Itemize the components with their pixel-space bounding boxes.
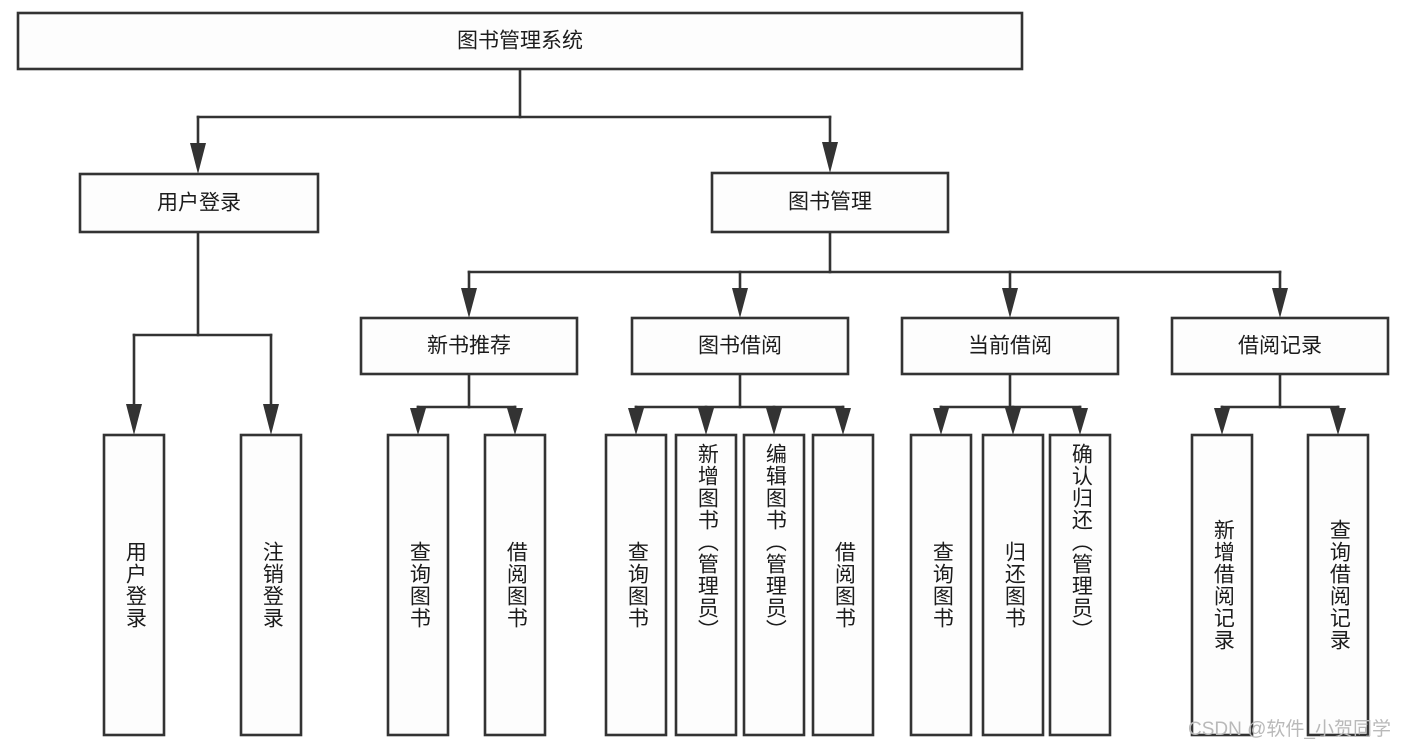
leaf-rec-borrow-rect[interactable] (483, 433, 547, 737)
leaf-bb-edit-rect[interactable] (742, 433, 806, 737)
leaf-rec-query-rect[interactable] (386, 433, 450, 737)
connector-new-book-rec-to-leaves (410, 372, 523, 435)
leaf-bb-query-rect[interactable] (604, 433, 668, 737)
node-current-borrow[interactable]: 当前借阅 (900, 316, 1120, 376)
arrow-head-leaf-user-login (126, 404, 142, 435)
current-borrow-rect[interactable] (900, 316, 1120, 376)
arrow-head-leaf-bb-borrow (835, 408, 851, 435)
node-borrow-record[interactable]: 借阅记录 (1170, 316, 1390, 376)
node-title-box[interactable]: 图书管理系统 (16, 11, 1024, 71)
arrow-head-leaf-bb-add (698, 408, 714, 435)
leaf-br-query-rect[interactable] (1306, 433, 1370, 737)
node-user-login[interactable]: 用户登录 (78, 172, 320, 234)
arrow-head-leaf-logout (263, 404, 279, 435)
connector-user-login-to-leaves (126, 230, 279, 435)
book-manage-rect[interactable] (710, 171, 950, 234)
connector-book-borrow-to-leaves (628, 372, 851, 435)
arrow-head-borrow-record (1272, 288, 1288, 318)
arrow-head-leaf-cb-query (933, 408, 949, 435)
leaf-boxes (102, 433, 1370, 737)
arrow-head-new-book-rec (461, 288, 477, 318)
arrow-head-book-manage (822, 142, 838, 173)
leaf-bb-borrow-rect[interactable] (811, 433, 875, 737)
arrow-head-user-login (190, 143, 206, 174)
arrow-head-book-borrow (732, 288, 748, 318)
arrow-head-leaf-br-add (1214, 408, 1230, 435)
leaf-logout-rect[interactable] (239, 433, 303, 737)
title-box-rect[interactable] (16, 11, 1024, 71)
arrow-head-current-borrow (1002, 288, 1018, 318)
leaf-cb-confirm-rect[interactable] (1048, 433, 1112, 737)
arrow-head-leaf-bb-query (628, 408, 644, 435)
current-borrow-label: 当前借阅 (968, 335, 1052, 358)
book-borrow-label: 图书借阅 (698, 335, 782, 358)
user-login-label: 用户登录 (157, 192, 241, 215)
arrow-head-leaf-cb-return (1005, 408, 1021, 435)
book-manage-label: 图书管理 (788, 191, 872, 214)
title-box-label: 图书管理系统 (457, 30, 583, 53)
connector-root-to-level2 (190, 67, 838, 174)
arrow-head-leaf-cb-confirm (1072, 408, 1088, 435)
leaf-br-add-rect[interactable] (1190, 433, 1254, 737)
book-borrow-rect[interactable] (630, 316, 850, 376)
new-book-rec-label: 新书推荐 (427, 335, 511, 358)
leaf-cb-return-rect[interactable] (981, 433, 1045, 737)
user-login-rect[interactable] (78, 172, 320, 234)
connector-borrow-record-to-leaves (1214, 372, 1346, 435)
new-book-rec-rect[interactable] (359, 316, 579, 376)
connector-current-borrow-to-leaves (933, 372, 1088, 435)
node-new-book-rec[interactable]: 新书推荐 (359, 316, 579, 376)
leaf-user-login-rect[interactable] (102, 433, 166, 737)
node-book-manage[interactable]: 图书管理 (710, 171, 950, 234)
leaf-bb-add-rect[interactable] (674, 433, 738, 737)
arrow-head-leaf-rec-borrow (507, 408, 523, 435)
connector-book-manage-to-level3 (461, 230, 1288, 318)
arrow-head-leaf-br-query (1330, 408, 1346, 435)
borrow-record-label: 借阅记录 (1238, 335, 1322, 358)
borrow-record-rect[interactable] (1170, 316, 1390, 376)
node-book-borrow[interactable]: 图书借阅 (630, 316, 850, 376)
leaf-cb-query-rect[interactable] (909, 433, 973, 737)
arrow-head-leaf-rec-query (410, 408, 426, 435)
arrow-head-leaf-bb-edit (766, 408, 782, 435)
